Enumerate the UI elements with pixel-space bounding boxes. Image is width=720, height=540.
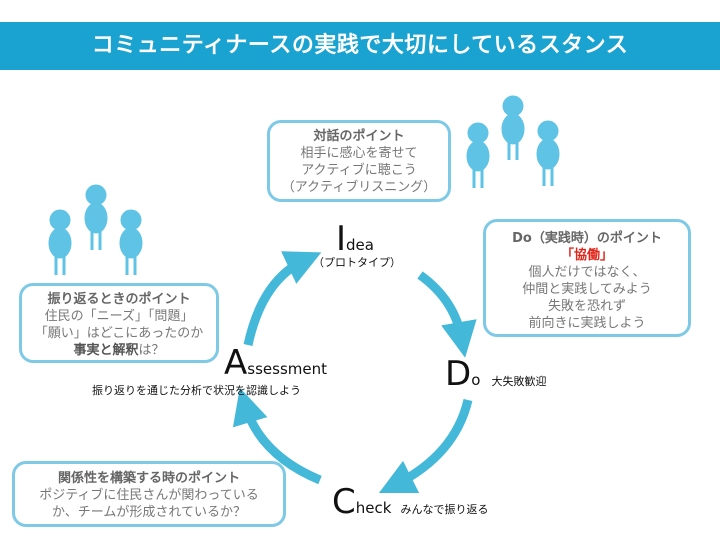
stage-idea-rest: dea [346, 236, 374, 254]
arrow-do-to-check [378, 398, 473, 494]
relationship-points-box: 関係性を構築する時のポイント ポジティブに住民さんが関わっている か、チームが形… [12, 461, 286, 527]
do-points-highlight: 「協働」 [560, 248, 613, 263]
reflection-points-box: 振り返るときのポイント 住民の「ニーズ」「問題」 「願い」はどこにあったのか 事… [19, 283, 219, 363]
stage-check-initial: C [332, 482, 356, 522]
do-points-line: 失敗を恐れず [547, 299, 626, 314]
do-points-heading: Do（実践時）のポイント [512, 231, 662, 246]
do-points-line: 仲間と実践してみよう [522, 282, 652, 297]
reflection-facts: 事実と解釈 [73, 343, 139, 358]
stage-assessment-rest: ssessment [247, 360, 327, 378]
dialogue-heading: 対話のポイント [313, 129, 405, 144]
stage-do-rest: o [471, 371, 481, 389]
stage-assessment-sub: 振り返りを通じた分析で状況を認識しよう [92, 384, 301, 397]
dialogue-line: アクティブに聴こう [301, 163, 417, 178]
relationship-line: か、チームが形成されているか？ [52, 505, 246, 520]
stage-check-rest: heck [355, 499, 392, 517]
relationship-heading: 関係性を構築する時のポイント [57, 471, 240, 486]
stage-idea: Idea [336, 222, 374, 256]
stage-do-note: 大失敗歓迎 [491, 375, 547, 388]
reflection-question: は？ [138, 343, 165, 358]
stage-check-note: みんなで振り返る [400, 503, 489, 516]
do-points-box: Do（実践時）のポイント 「協働」 個人だけではなく、 仲間と実践してみよう 失… [483, 219, 691, 337]
people-group-icon [48, 184, 143, 275]
relationship-line: ポジティブに住民さんが関わっている [39, 488, 259, 503]
reflection-line: 事実と解釈は？ [22, 342, 216, 359]
stage-idea-initial: I [336, 219, 347, 259]
reflection-line: 住民の「ニーズ」「問題」 [44, 309, 194, 324]
title-bar: コミュニティナースの実践で大切にしているスタンス [0, 22, 720, 70]
do-points-line: 個人だけではなく、 [528, 265, 646, 280]
arrow-assessment-to-idea [243, 251, 322, 346]
people-group-icon [466, 95, 560, 188]
reflection-heading: 振り返るときのポイント [47, 292, 191, 307]
stage-check: Check みんなで振り返る [332, 485, 489, 519]
dialogue-line: 相手に感心を寄せて [300, 146, 418, 161]
page-title: コミュニティナースの実践で大切にしているスタンス [91, 33, 629, 58]
stage-assessment-initial: A [224, 343, 248, 383]
stage-do: Do 大失敗歓迎 [445, 357, 546, 391]
stage-assessment: Assessment [224, 346, 327, 380]
arrow-idea-to-do [417, 271, 477, 358]
arrow-check-to-assessment [232, 387, 322, 485]
dialogue-line: （アクティブリスニング） [281, 180, 437, 195]
do-points-line: 前向きに実践しよう [528, 316, 646, 331]
stage-do-initial: D [445, 354, 472, 394]
reflection-line: 「願い」はどこにあったのか [34, 326, 204, 341]
dialogue-points-box: 対話のポイント 相手に感心を寄せて アクティブに聴こう （アクティブリスニング） [267, 120, 451, 202]
stage-idea-sub: （プロトタイプ） [313, 256, 401, 269]
